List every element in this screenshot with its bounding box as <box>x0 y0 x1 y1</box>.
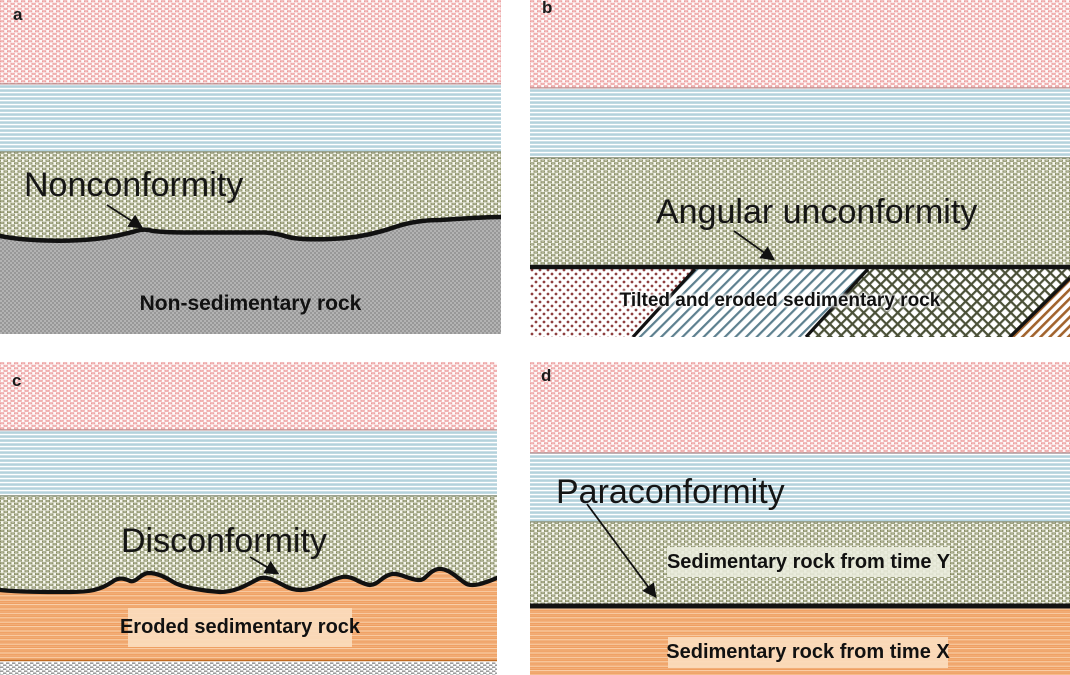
panel-c-diagram <box>0 362 497 675</box>
paraconformity-arrow <box>586 503 657 599</box>
rock-label-box-upper: Sedimentary rock from time Y <box>667 547 950 577</box>
rock-label-box: Eroded sedimentary rock <box>120 608 360 647</box>
rock-label: Tilted and eroded sedimentary rock <box>619 290 941 311</box>
panel-letter: b <box>542 0 553 17</box>
young-sediment-layer-pink <box>530 0 1070 88</box>
panel-b-diagram <box>530 0 1070 337</box>
rock-label-upper: Sedimentary rock from time Y <box>666 550 951 573</box>
nonconformity-arrow <box>106 204 144 229</box>
panel-d-paraconformity: d Paraconformity Sedimentary rock from t… <box>530 362 1070 675</box>
tilted-bed-blue-stripes <box>633 269 868 337</box>
disconformity-surface-line <box>0 566 497 595</box>
panel-letter: a <box>13 5 23 24</box>
panel-a-nonconformity: a Nonconformity Non-sedimentary rock <box>0 0 501 334</box>
disconformity-arrow <box>249 556 280 575</box>
rock-label: Non-sedimentary rock <box>139 292 362 315</box>
angular-unconformity-arrow <box>733 230 776 261</box>
tilted-bed-olive-diamond <box>806 269 1070 337</box>
sediment-layer-blue <box>530 88 1070 158</box>
sediment-layer-blue <box>0 430 497 496</box>
rock-label-box-lower: Sedimentary rock from time X <box>666 637 950 668</box>
young-sediment-layer-pink <box>530 362 1070 453</box>
panel-d-diagram <box>530 362 1070 675</box>
unconformity-label: Disconformity <box>121 522 327 560</box>
unconformity-label: Angular unconformity <box>656 193 978 231</box>
panel-c-disconformity: c Disconformity Eroded sedimentary rock <box>0 362 497 675</box>
panel-letter: c <box>12 371 22 390</box>
panel-a-diagram <box>0 0 501 334</box>
panel-letter: d <box>541 366 552 385</box>
tilted-bed-boundary <box>631 267 697 337</box>
tilted-bed-boundary <box>1008 276 1070 337</box>
rock-label-lower: Sedimentary rock from time X <box>666 641 950 663</box>
nonconformity-surface-line <box>0 214 501 243</box>
sediment-layer-green <box>530 158 1070 266</box>
young-sediment-layer-pink <box>0 0 501 84</box>
rock-label: Eroded sedimentary rock <box>119 616 361 638</box>
panel-b-angular-unconformity: b Angular unconformity Tilted and eroded… <box>530 0 1070 337</box>
basal-gray-layer <box>0 662 497 675</box>
tilted-bed-red-dots <box>530 269 695 337</box>
unconformity-label: Nonconformity <box>24 166 244 204</box>
tilted-bed-boundary <box>804 267 870 337</box>
non-sedimentary-rock-body <box>0 217 501 334</box>
sediment-layer-blue <box>530 453 1070 522</box>
young-sediment-layer-pink <box>0 362 497 430</box>
sediment-layer-blue <box>0 84 501 152</box>
unconformity-label: Paraconformity <box>556 473 785 511</box>
